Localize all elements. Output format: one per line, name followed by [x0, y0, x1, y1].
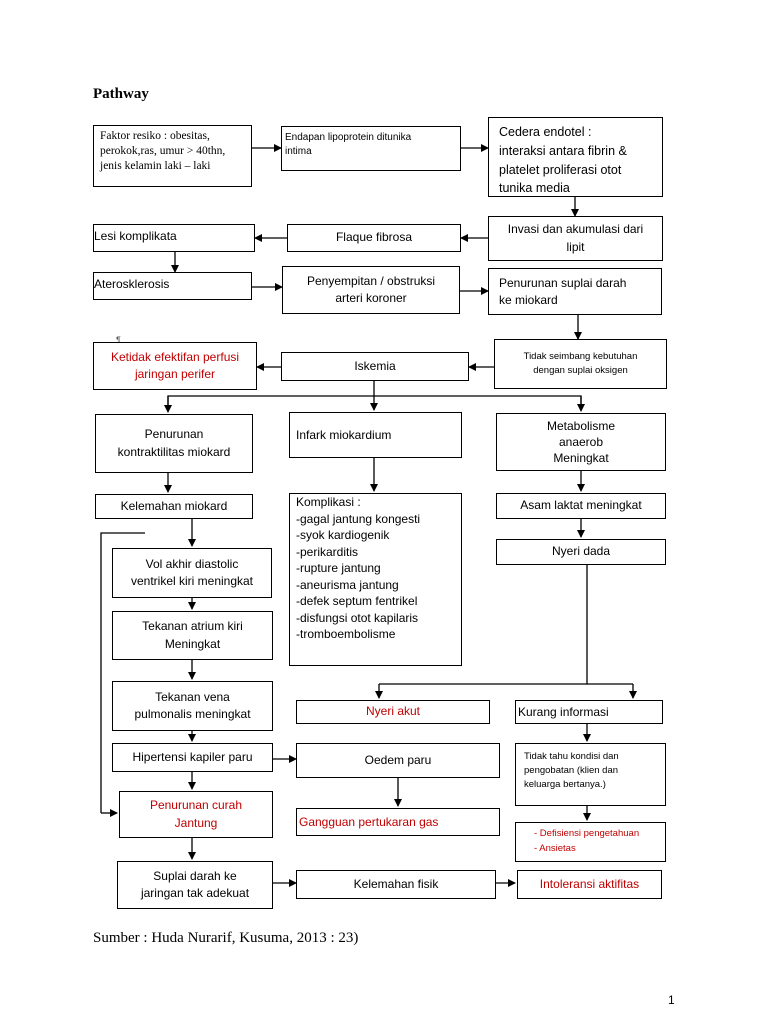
node-penurunan-suplai: Penurunan suplai darah ke miokard	[488, 268, 662, 315]
node-flaque: Flaque fibrosa	[287, 224, 461, 252]
node-oedem: Oedem paru	[296, 743, 500, 778]
source-citation: Sumber : Huda Nurarif, Kusuma, 2013 : 23…	[93, 930, 359, 946]
node-tidak-seimbang: Tidak seimbang kebutuhan dengan suplai o…	[494, 339, 667, 389]
node-tekanan-vena: Tekanan vena pulmonalis meningkat	[112, 681, 273, 731]
node-asam-laktat: Asam laktat meningkat	[496, 493, 666, 519]
node-aterosklerosis: Aterosklerosis	[93, 272, 252, 300]
node-endapan: Endapan lipoprotein ditunika intima	[281, 126, 461, 171]
node-lesi: Lesi komplikata	[93, 224, 255, 252]
node-suplai-tak-adekuat: Suplai darah ke jaringan tak adekuat	[117, 861, 273, 909]
node-penurunan-kontraktilitas: Penurunan kontraktilitas miokard	[95, 414, 253, 473]
pilcrow-mark: ¶	[116, 335, 121, 345]
node-komplikasi: Komplikasi : -gagal jantung kongesti -sy…	[289, 493, 462, 666]
node-metabolisme: Metabolisme anaerob Meningkat	[496, 413, 666, 471]
node-nyeri-akut: Nyeri akut	[296, 700, 490, 724]
page-number: 1	[668, 993, 675, 1007]
node-defisiensi-ansietas: - Defisiensi pengetahuan - Ansietas	[515, 822, 666, 862]
node-tekanan-atrium: Tekanan atrium kiri Meningkat	[112, 611, 273, 660]
node-vol-akhir: Vol akhir diastolic ventrikel kiri menin…	[112, 548, 272, 598]
node-ketidakefektifan-perfusi: Ketidak efektifan perfusi jaringan perif…	[93, 342, 257, 390]
node-kelemahan-miokard: Kelemahan miokard	[95, 494, 253, 519]
node-kurang-informasi: Kurang informasi	[515, 700, 663, 724]
node-penurunan-curah: Penurunan curah Jantung	[119, 791, 273, 838]
page-title: Pathway	[93, 86, 149, 102]
node-iskemia: Iskemia	[281, 352, 469, 381]
node-nyeri-dada: Nyeri dada	[496, 539, 666, 565]
node-hipertensi: Hipertensi kapiler paru	[112, 743, 273, 772]
node-intoleransi-aktifitas: Intoleransi aktifitas	[517, 870, 662, 899]
node-invasi: Invasi dan akumulasi dari lipit	[488, 216, 663, 261]
node-gangguan-pertukaran-gas: Gangguan pertukaran gas	[296, 808, 500, 836]
node-infark: Infark miokardium	[289, 412, 462, 458]
node-cedera: Cedera endotel : interaksi antara fibrin…	[488, 117, 663, 197]
node-kelemahan-fisik: Kelemahan fisik	[296, 870, 496, 899]
node-faktor-resiko: Faktor resiko : obesitas, perokok,ras, u…	[93, 125, 252, 187]
node-penyempitan: Penyempitan / obstruksi arteri koroner	[282, 266, 460, 314]
line-kelemahan-curah	[100, 532, 145, 813]
node-tidak-tahu: Tidak tahu kondisi dan pengobatan (klien…	[515, 743, 666, 806]
